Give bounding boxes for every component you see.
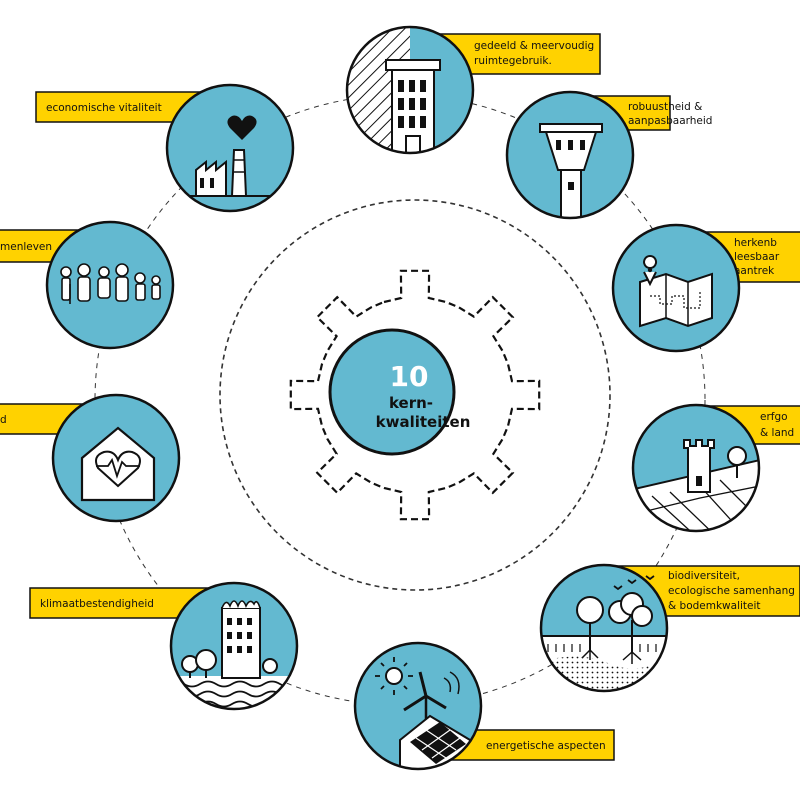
inner-dashed-ring (219, 199, 611, 591)
quality-erfgoed: erfgo & land (631, 403, 800, 533)
birds-icon (613, 575, 655, 591)
people-icon (60, 263, 161, 304)
label-line: d (0, 414, 7, 426)
label-line: herkenb (734, 237, 777, 249)
label-line: ruimtegebruik. (474, 55, 552, 67)
label-line: energetische aspecten (486, 740, 606, 752)
center-badge: 10 kern- kwaliteiten (328, 328, 471, 456)
quality-energie: energetische aspecten (353, 641, 615, 771)
map-icon (639, 255, 713, 328)
label-line: biodiversiteit, (668, 570, 740, 582)
label-line: & land (760, 427, 794, 439)
label-line: robuustheid & (628, 101, 702, 113)
center-number: 10 (390, 360, 429, 393)
quality-economie: economische vitaliteit (35, 83, 295, 213)
label-line: menleven (0, 241, 52, 253)
house-heart-icon (80, 426, 156, 502)
label-line: erfgo (760, 411, 788, 423)
gear-icon (289, 269, 541, 521)
wind-solar-icon (375, 657, 471, 769)
label-line: economische vitaliteit (46, 102, 162, 114)
quality-gezondheid: d (0, 393, 181, 523)
center-line1: kern- (389, 394, 433, 412)
label-line: klimaatbestendigheid (40, 598, 154, 610)
castle-landscape-icon (633, 439, 759, 531)
water-tower-icon (539, 123, 603, 218)
label-line: aanpasbaarheid (628, 115, 712, 127)
label-line: & bodemkwaliteit (668, 600, 761, 612)
quality-biodiversiteit: biodiversiteit, ecologische samenhang & … (539, 563, 800, 693)
quality-robuustheid: robuustheid & aanpasbaarheid (505, 90, 712, 220)
quality-samenleven: menleven (0, 220, 175, 350)
center-line2: kwaliteiten (376, 413, 471, 431)
outer-dashed-ring (94, 94, 706, 706)
label-line: aantrek (734, 265, 775, 277)
quality-herkenbaarheid: herkenb leesbaar aantrek (611, 223, 800, 353)
quality-klimaat: klimaatbestendigheid (29, 581, 299, 711)
label-line: gedeeld & meervoudig (474, 40, 594, 52)
label-line: ecologische samenhang (668, 585, 795, 597)
label-line: leesbaar (734, 251, 780, 263)
